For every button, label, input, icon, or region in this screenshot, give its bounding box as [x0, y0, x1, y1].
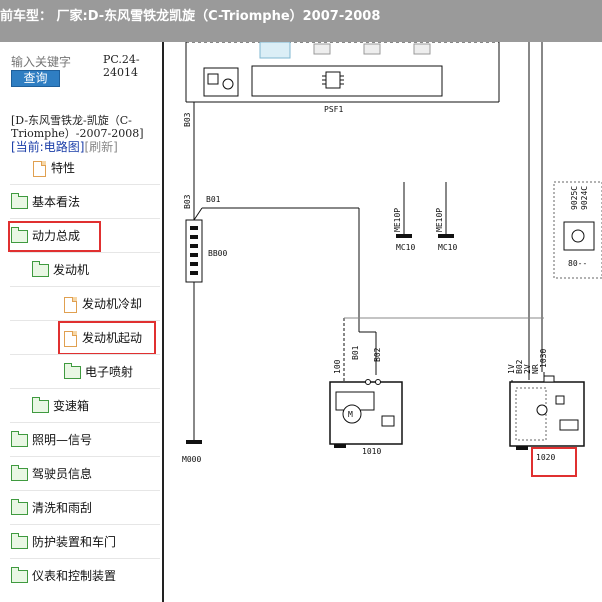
tree-item-fuel-injection[interactable]: 电子喷射 [64, 360, 133, 384]
b01-label: B01 [206, 195, 221, 204]
w-nr-label: NR [531, 364, 540, 374]
tree-item-features[interactable]: 特性 [33, 156, 75, 180]
w-b02-label: B02 [373, 347, 382, 362]
model-info: [D-东风雪铁龙-凯旋（C-Triomphe）-2007-2008] [11, 114, 144, 140]
folder-icon [11, 533, 28, 549]
search-input[interactable] [11, 54, 89, 70]
tree-item-label: 清洗和雨刮 [32, 501, 93, 515]
starter-1010: M 1010 [329, 379, 403, 456]
psf1-label: PSF1 [324, 105, 343, 114]
folder-icon [32, 261, 49, 277]
tree-item-label: 电子喷射 [85, 365, 134, 379]
current-value: 电路图 [43, 140, 80, 154]
tree-item-basics[interactable]: 基本看法 [11, 190, 80, 214]
divider [10, 524, 160, 525]
page-icon [33, 160, 46, 177]
highlight-box-1020 [531, 447, 577, 477]
folder-icon [11, 193, 28, 209]
folder-icon [11, 431, 28, 447]
b03-top-label: B03 [183, 112, 192, 127]
mc10-label-1: MC10 [396, 243, 415, 252]
b03-mid-label: B03 [183, 194, 192, 209]
tree-item-engine-cooling[interactable]: 发动机冷却 [64, 292, 142, 316]
tree-item-label: 仪表和控制装置 [32, 569, 117, 583]
battery-bb00: BB00 [185, 219, 227, 283]
tree-item-label: 发动机 [53, 263, 90, 277]
fuse-box-psf1: PSF1 [185, 42, 500, 114]
w9025c-label: 9025C [570, 186, 579, 210]
folder-icon [11, 227, 28, 243]
motor-label: M [348, 410, 353, 419]
divider [10, 252, 160, 253]
alternator-1020: 1020 [509, 375, 585, 462]
current-prefix: [当前: [11, 140, 44, 154]
pc-code-line1: PC.24- [103, 53, 140, 66]
w1030-label: 1030 [539, 349, 548, 368]
tree-item-engine-start[interactable]: 发动机起动 [64, 326, 142, 350]
w-2v-label: 2V [523, 364, 532, 374]
bb00-label: BB00 [208, 249, 227, 258]
tree-item-lighting[interactable]: 照明—信号 [11, 428, 92, 452]
highlight-box-engine-start [58, 321, 156, 355]
w9024c-label: 9024C [580, 186, 589, 210]
tree-item-instruments[interactable]: 仪表和控制装置 [11, 564, 116, 588]
w-1v-label: 1V [507, 364, 516, 374]
tree-item-label: 动力总成 [32, 229, 81, 243]
folder-icon [11, 499, 28, 515]
window-title: 前车型： 厂家:D-东风雪铁龙凯旋（C-Triomphe）2007-2008 [0, 9, 381, 24]
tree-item-engine[interactable]: 发动机 [32, 258, 89, 282]
divider [10, 286, 160, 287]
page-icon [64, 296, 77, 313]
divider [10, 320, 160, 321]
tree-item-gearbox[interactable]: 变速箱 [32, 394, 89, 418]
tree-item-label: 特性 [51, 161, 76, 175]
tree-item-driver-info[interactable]: 驾驶员信息 [11, 462, 92, 486]
folder-icon [64, 363, 81, 379]
divider [10, 388, 160, 389]
me10p-label-1: ME10P [393, 208, 402, 232]
divider [10, 354, 160, 355]
divider [10, 456, 160, 457]
current-view: [当前:电路图][刷新] [11, 138, 118, 155]
tree-item-powertrain[interactable]: 动力总成 [11, 224, 80, 248]
tree-item-protection-doors[interactable]: 防护装置和车门 [11, 530, 116, 554]
w-b02b-label: B02 [515, 359, 524, 374]
divider [10, 184, 160, 185]
w100-label: 100 [333, 359, 342, 374]
refresh-link[interactable]: [刷新] [84, 140, 118, 154]
w-b01-label: B01 [351, 345, 360, 360]
tree-item-label: 基本看法 [32, 195, 81, 209]
current-suffix: ] [79, 140, 85, 154]
search-button[interactable]: 查询 [11, 70, 60, 87]
divider [10, 558, 160, 559]
tree-item-label: 照明—信号 [32, 433, 93, 447]
pc-code-line2: 24014 [103, 66, 138, 79]
divider [10, 218, 160, 219]
folder-icon [11, 465, 28, 481]
tree-item-label: 变速箱 [53, 399, 90, 413]
page-icon [64, 330, 77, 347]
folder-icon [32, 397, 49, 413]
highlight-box-powertrain [8, 221, 101, 252]
c1020-label: 1020 [536, 453, 555, 462]
c1010-label: 1010 [362, 447, 381, 456]
pc-code: PC.24- 24014 [103, 53, 153, 79]
tree-item-label: 驾驶员信息 [32, 467, 93, 481]
divider [10, 490, 160, 491]
wiring-diagram[interactable]: PSF1 B03 B03 BB00 B01 M000 ME10P MC10 ME… [164, 42, 602, 602]
m000-label: M000 [182, 455, 201, 464]
sidebar-divider[interactable] [162, 42, 164, 602]
tree-item-label: 发动机起动 [82, 331, 143, 345]
mc10-label-2: MC10 [438, 243, 457, 252]
tree-item-label: 防护装置和车门 [32, 535, 117, 549]
component-80: 9025C 9024C 80-- [553, 181, 602, 279]
tree-item-wash-wipe[interactable]: 清洗和雨刮 [11, 496, 92, 520]
me10p-label-2: ME10P [435, 208, 444, 232]
tree-item-label: 发动机冷却 [82, 297, 143, 311]
divider [10, 422, 160, 423]
folder-icon [11, 567, 28, 583]
c80-label: 80-- [568, 259, 587, 268]
title-bar: 前车型： 厂家:D-东风雪铁龙凯旋（C-Triomphe）2007-2008 [0, 0, 602, 42]
